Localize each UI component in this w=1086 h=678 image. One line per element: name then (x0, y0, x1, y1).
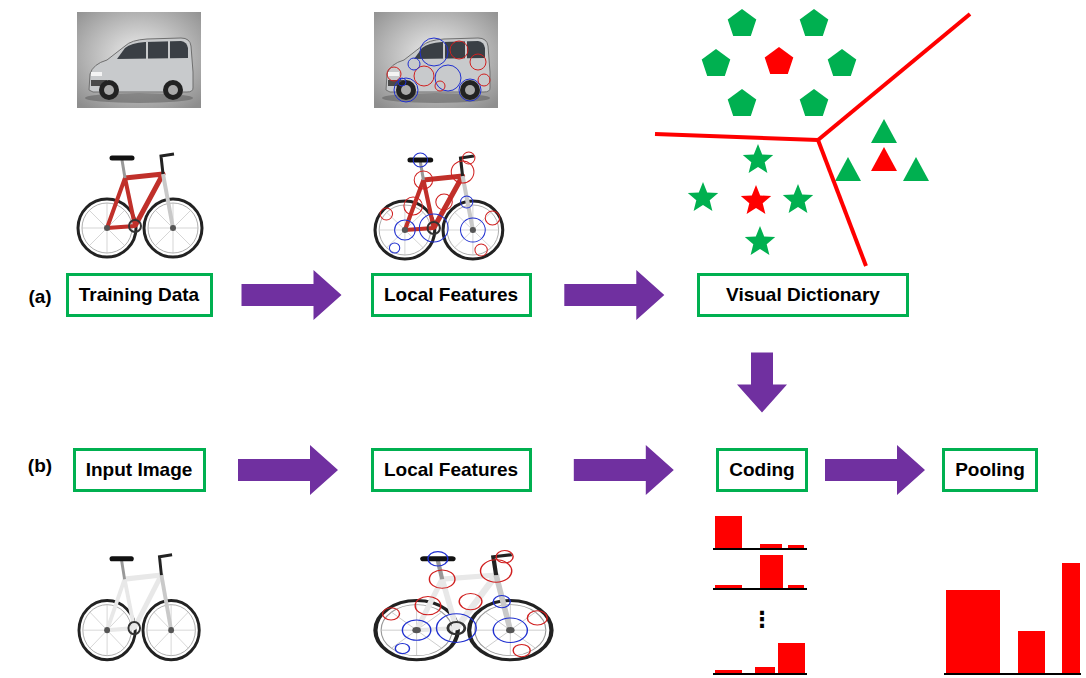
pentagon-cluster (800, 9, 829, 36)
voronoi-boundary (655, 134, 818, 140)
star-cluster (743, 144, 773, 173)
feature-circles (387, 38, 490, 102)
histogram-bars (1018, 631, 1045, 673)
process-box: Training Data (66, 273, 213, 317)
histogram-axis (713, 549, 807, 674)
box-label: Local Features (384, 284, 518, 307)
flow-arrow (242, 270, 342, 320)
histogram-bars (760, 544, 782, 548)
visual-dictionary-clusters (655, 9, 970, 266)
flow-arrow (238, 445, 338, 495)
histogram-axis (713, 548, 807, 550)
feature-circles (380, 152, 499, 256)
cluster-center (741, 185, 771, 214)
histogram-bars (1062, 563, 1080, 673)
voronoi-boundary (655, 14, 970, 266)
flow-arrow (574, 445, 674, 495)
bicycle (79, 555, 199, 660)
voronoi-boundary (818, 14, 970, 140)
box-label: Local Features (384, 459, 518, 482)
histogram-axis (944, 673, 1081, 675)
pooled-histogram (944, 563, 1081, 674)
panel-label: (a) (28, 286, 51, 309)
histogram-bars (715, 670, 742, 673)
triangle-cluster (835, 119, 929, 181)
pentagon-cluster (800, 89, 829, 116)
pentagon-cluster (702, 49, 731, 76)
star-cluster (783, 184, 813, 213)
box-label: Input Image (86, 459, 193, 482)
flow-arrow (737, 353, 787, 413)
pentagon-cluster (728, 89, 757, 116)
panel-label: (b) (28, 455, 52, 478)
feature-circles (383, 551, 548, 657)
car-photo (374, 12, 498, 108)
process-box: Visual Dictionary (697, 273, 909, 317)
process-box: Pooling (942, 448, 1038, 492)
histogram-bars (755, 667, 775, 673)
histogram-bars (715, 516, 742, 548)
histogram-bars (946, 563, 1080, 673)
pentagon-cluster (728, 9, 757, 36)
box-label: Visual Dictionary (726, 284, 880, 307)
flow-arrow (564, 270, 664, 320)
training-images (77, 12, 202, 257)
bicycle (375, 156, 503, 259)
process-box: Input Image (73, 448, 206, 492)
histogram-bars (715, 516, 805, 673)
pentagon-cluster (702, 9, 857, 116)
bicycle (375, 555, 551, 660)
local-features-training (374, 12, 503, 259)
cluster-center (871, 147, 897, 171)
coding-histograms (713, 516, 807, 674)
cluster-center (765, 47, 794, 74)
histogram-bars (788, 585, 804, 588)
process-box: Local Features (371, 273, 532, 317)
triangle-cluster (871, 119, 897, 143)
star-cluster (688, 182, 718, 211)
histogram-bars (760, 555, 783, 588)
triangle-cluster (903, 157, 929, 181)
car-photo (77, 12, 201, 108)
input-images (79, 551, 552, 660)
pentagon-cluster (828, 49, 857, 76)
box-label: Training Data (79, 284, 199, 307)
ellipsis: ⋮ (751, 607, 773, 633)
bicycle (78, 154, 202, 257)
process-box: Coding (716, 448, 808, 492)
star-cluster (688, 144, 813, 255)
box-label: Coding (729, 459, 794, 482)
star-cluster (745, 226, 775, 255)
histogram-bars (715, 585, 742, 588)
voronoi-boundary (818, 140, 866, 266)
histogram-bars (946, 590, 1000, 673)
histogram-bars (788, 545, 804, 548)
histogram-axis (713, 588, 807, 590)
box-label: Pooling (955, 459, 1025, 482)
process-box: Local Features (371, 448, 532, 492)
histogram-bars (778, 643, 805, 673)
triangle-cluster (835, 157, 861, 181)
histogram-axis (713, 673, 807, 675)
flow-arrow (825, 445, 925, 495)
